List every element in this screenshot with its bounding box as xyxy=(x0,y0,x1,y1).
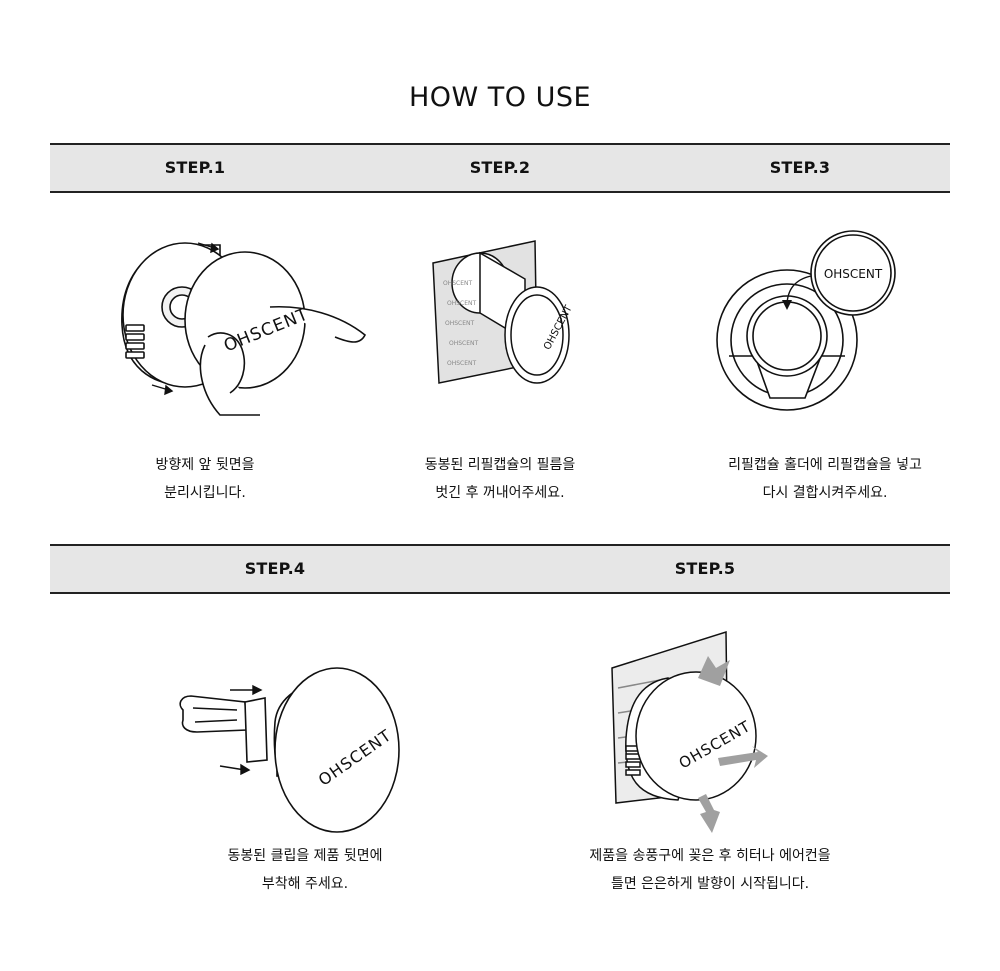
step-1-desc-line-1: 방향제 앞 뒷면을 xyxy=(155,457,255,473)
step-4-desc-line-1: 동봉된 클립을 제품 뒷면에 xyxy=(227,848,383,864)
step-4-label: STEP.4 xyxy=(244,559,306,578)
svg-text:OHSCENT: OHSCENT xyxy=(449,340,479,347)
step-2-description: 동봉된 리필캡슐의 필름을 벗긴 후 꺼내어주세요. xyxy=(390,451,610,507)
svg-text:OHSCENT: OHSCENT xyxy=(447,300,477,307)
step-2-desc-line-2: 벗긴 후 꺼내어주세요. xyxy=(435,485,565,501)
step-2-desc-line-1: 동봉된 리필캡슐의 필름을 xyxy=(424,457,576,473)
step-header-band-top: STEP.1 STEP.2 STEP.3 xyxy=(50,143,950,193)
svg-text:OHSCENT: OHSCENT xyxy=(443,280,473,287)
step-5-desc-line-1: 제품을 송풍구에 꽂은 후 히터나 에어컨을 xyxy=(589,848,831,864)
step-4-illustration: OHSCENT xyxy=(179,667,400,833)
step-3-desc-line-1: 리필캡슐 홀더에 리필캡슐을 넣고 xyxy=(728,457,922,473)
step-5-description: 제품을 송풍구에 꽂은 후 히터나 에어컨을 틀면 은은하게 발향이 시작됩니다… xyxy=(545,842,875,898)
step-1-illustration: OHSCENT xyxy=(121,242,367,416)
step-3-description: 리필캡슐 홀더에 리필캡슐을 넣고 다시 결합시켜주세요. xyxy=(680,451,970,507)
step-3-label: STEP.3 xyxy=(769,158,831,177)
step-5-desc-line-2: 틀면 은은하게 발향이 시작됩니다. xyxy=(610,876,810,892)
page-title: HOW TO USE xyxy=(408,82,592,113)
step-1-desc-line-2: 분리시킵니다. xyxy=(164,485,246,501)
step-1-description: 방향제 앞 뒷면을 분리시킵니다. xyxy=(110,451,300,507)
step-header-band-bottom: STEP.4 STEP.5 xyxy=(50,544,950,594)
step-3-desc-line-2: 다시 결합시켜주세요. xyxy=(762,485,888,501)
step-5-label: STEP.5 xyxy=(674,559,736,578)
step-4-description: 동봉된 클립을 제품 뒷면에 부착해 주세요. xyxy=(190,842,420,898)
step-3-brand: OHSCENT xyxy=(824,267,883,281)
step-3-illustration: OHSCENT xyxy=(716,230,896,411)
svg-text:OHSCENT: OHSCENT xyxy=(445,320,475,327)
step-1-label: STEP.1 xyxy=(164,158,226,177)
step-4-desc-line-2: 부착해 주세요. xyxy=(261,876,349,892)
step-5-illustration: OHSCENT xyxy=(611,630,768,833)
step-2-label: STEP.2 xyxy=(469,158,531,177)
svg-text:OHSCENT: OHSCENT xyxy=(447,360,477,367)
